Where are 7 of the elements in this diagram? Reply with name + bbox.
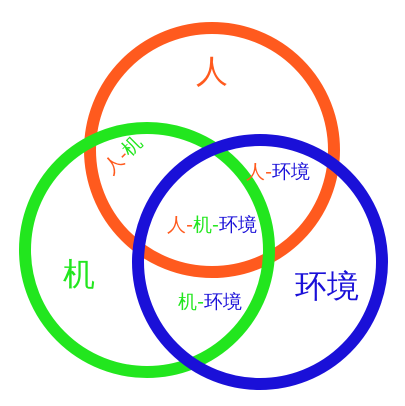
set-label: 机	[63, 254, 95, 295]
intersection-label: 人-机	[98, 130, 148, 180]
set-label: 环境	[295, 266, 359, 307]
intersection-label: 机-环境	[178, 290, 242, 315]
intersection-label: 人-机-环境	[167, 213, 257, 238]
intersection-label: 人-环境	[246, 160, 310, 185]
set-label: 人	[196, 51, 228, 92]
